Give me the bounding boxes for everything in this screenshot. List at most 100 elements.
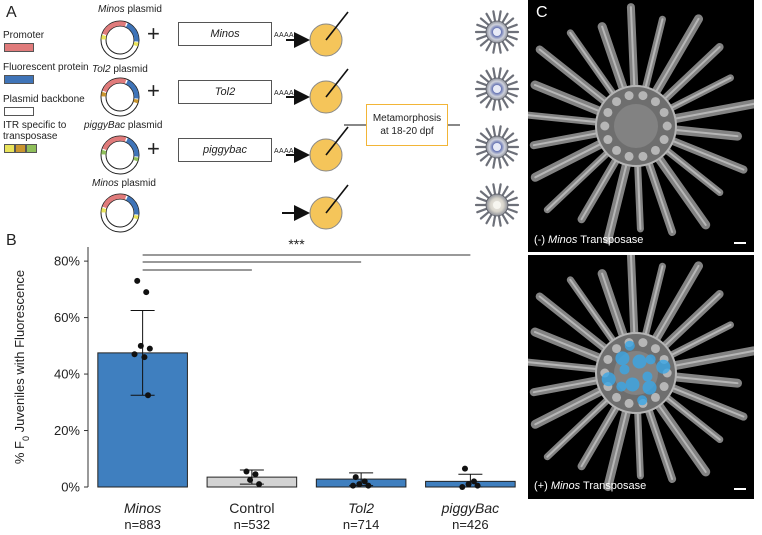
plasmid-inner — [105, 82, 135, 112]
data-point — [470, 478, 477, 485]
plasmid-inner — [105, 25, 135, 55]
spine — [479, 94, 491, 104]
y-axis-label: % F0 Juveniles with Fluorescence — [12, 270, 31, 464]
n-label: n=426 — [452, 517, 489, 532]
injection-needle — [325, 11, 349, 41]
spine — [479, 132, 491, 142]
data-point — [459, 484, 466, 490]
plasmid-inner — [105, 140, 135, 170]
spine — [485, 185, 494, 198]
spine — [492, 125, 497, 139]
spine — [500, 69, 509, 82]
plasmid-label-piggybac: piggyBac plasmid — [84, 120, 163, 131]
data-point — [461, 465, 468, 472]
spine — [500, 39, 509, 52]
itr-arc — [133, 214, 139, 220]
caption-minus-transposase: (-) Minos Transposase — [534, 234, 644, 246]
mrna-box-minos: Minos — [178, 22, 272, 46]
legend-fluorescent-label: Fluorescent protein — [3, 62, 89, 73]
spine — [485, 12, 494, 25]
fluorescence-spot — [616, 381, 627, 392]
spine — [476, 196, 489, 203]
itr-arc — [101, 149, 107, 155]
data-point — [252, 471, 259, 478]
promoter-arc — [102, 136, 127, 151]
spine — [492, 213, 497, 227]
tube-foot — [650, 344, 660, 354]
fluorescence-spot — [632, 354, 647, 369]
tube-foot — [624, 151, 634, 161]
spine-highlight — [601, 272, 627, 342]
data-point — [243, 468, 250, 475]
legend-backbone-label: Plasmid backbone — [3, 94, 85, 105]
spine-highlight — [538, 48, 611, 106]
scale-bar-top — [734, 242, 746, 244]
spine — [485, 127, 494, 140]
data-point — [247, 476, 254, 483]
data-point — [474, 482, 481, 489]
spine — [479, 210, 491, 220]
spine-highlight — [534, 331, 606, 362]
data-point — [352, 474, 359, 481]
tube-foot — [624, 91, 634, 101]
legend-itr-swatch-1 — [4, 144, 15, 153]
poly-a-tail-2: AAAA — [274, 90, 294, 97]
panel-label-b: B — [6, 232, 17, 249]
fluorescent-arc — [125, 23, 139, 42]
panel-label-c: C — [536, 4, 548, 21]
spine — [500, 185, 509, 198]
spine — [497, 10, 502, 24]
spine-highlight — [546, 148, 613, 211]
spine-highlight — [661, 146, 721, 194]
poly-a-tail-3: AAAA — [274, 148, 294, 155]
spine — [479, 190, 491, 200]
spine-highlight — [668, 128, 739, 138]
spine — [497, 40, 502, 54]
fluorescent-arc — [125, 138, 139, 157]
spine-highlight — [654, 399, 707, 473]
spine-highlight — [580, 401, 620, 468]
tube-foot — [662, 121, 672, 131]
spine — [479, 152, 491, 162]
spine — [492, 40, 497, 54]
plasmid-label-minos: Minos plasmid — [98, 4, 162, 15]
itr-arc — [101, 207, 107, 213]
spine-highlight — [654, 152, 707, 226]
x-tick-label: Minos — [124, 500, 161, 516]
tube-foot — [603, 107, 613, 117]
spine-highlight — [645, 157, 674, 234]
spine — [505, 196, 518, 203]
spine-highlight — [636, 405, 642, 477]
spine-highlight — [643, 18, 664, 94]
spine — [503, 37, 515, 47]
spine — [492, 155, 497, 169]
spine — [503, 94, 515, 104]
spine-highlight — [666, 384, 745, 418]
spine — [505, 207, 518, 214]
micrograph-top: (-) Minos Transposase — [528, 0, 754, 252]
injection-needle — [325, 126, 349, 156]
data-point — [137, 342, 144, 349]
spine — [479, 17, 491, 27]
urchin-center — [493, 143, 501, 151]
spine — [497, 67, 502, 81]
tube-foot — [603, 354, 613, 364]
spine — [479, 74, 491, 84]
spine-highlight — [534, 84, 606, 115]
tube-foot — [603, 135, 613, 145]
spine — [503, 152, 515, 162]
spine — [485, 96, 494, 109]
spine — [503, 190, 515, 200]
tube-foot — [624, 398, 634, 408]
injection-needle — [325, 68, 349, 98]
fluorescence-spot — [656, 359, 671, 374]
legend-itr-swatch-3 — [26, 144, 37, 153]
spine — [505, 149, 518, 156]
legend-promoter-swatch — [4, 43, 34, 52]
fluorescence-spot — [615, 351, 630, 366]
spine — [505, 138, 518, 145]
x-tick-label: piggyBac — [441, 500, 500, 516]
spine-highlight — [629, 6, 636, 94]
spine-highlight — [643, 265, 664, 341]
metamorphosis-line-1: Metamorphosis — [372, 113, 442, 124]
